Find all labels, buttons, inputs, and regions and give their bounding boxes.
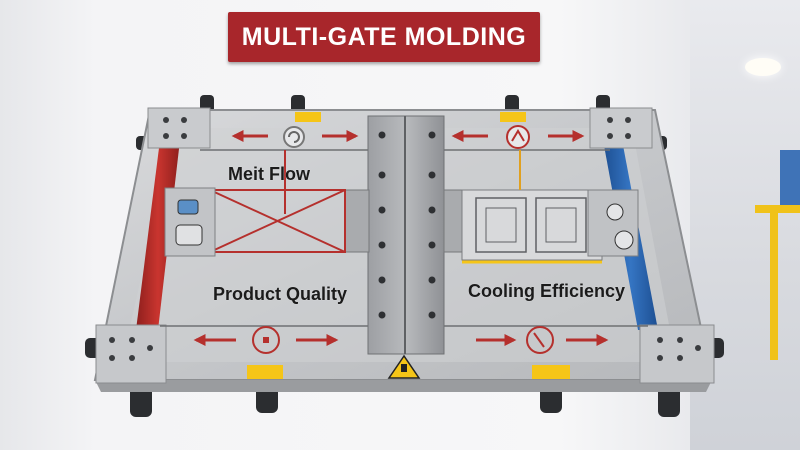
cooling-efficiency-label: Cooling Efficiency (468, 281, 626, 301)
corner-blocks (95, 107, 715, 384)
left-gate-block (164, 187, 216, 257)
yellow-tape-markers (247, 112, 570, 379)
right-gate-block (587, 189, 639, 257)
gate-symbols (252, 125, 554, 354)
plate-front-edge (95, 380, 712, 392)
background-blue-bin (780, 150, 800, 210)
safety-railing-post (770, 210, 778, 360)
ceiling-light (745, 58, 781, 76)
flow-arrows (193, 130, 609, 346)
warning-triangle-icon (387, 354, 421, 379)
center-sprue-block (367, 115, 445, 355)
title-sign: MULTI-GATE MOLDING (228, 12, 540, 62)
cavity-diagram (461, 150, 603, 264)
product-quality-label: Product Quality (213, 284, 348, 304)
safety-railing (755, 205, 800, 213)
sign-title: MULTI-GATE MOLDING (241, 22, 527, 51)
melt-flow-label: Meit Flow (228, 164, 310, 184)
